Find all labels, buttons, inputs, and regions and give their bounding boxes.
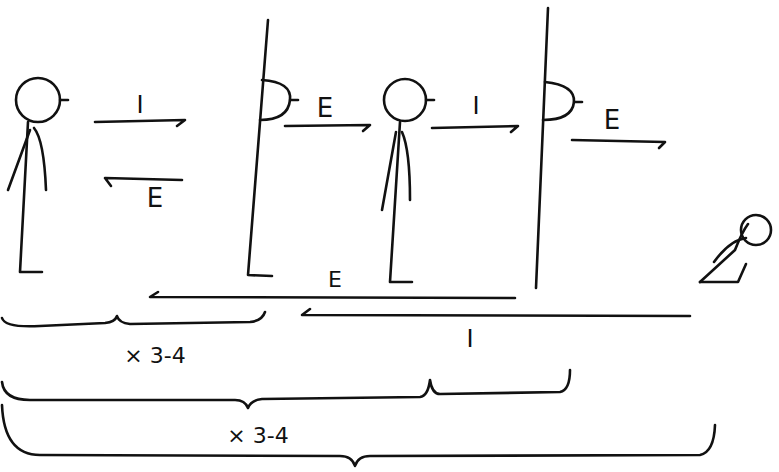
inhale-arrow bbox=[432, 126, 518, 132]
arm bbox=[8, 130, 30, 190]
exhale-arrow bbox=[150, 292, 515, 298]
nose bbox=[60, 99, 68, 102]
exhale-arrow bbox=[572, 140, 665, 148]
arm bbox=[714, 238, 746, 262]
repeat-count: × 3-4 bbox=[122, 344, 187, 368]
exhale-arrow bbox=[285, 125, 370, 131]
exhale-label: E bbox=[315, 94, 335, 123]
head bbox=[260, 80, 290, 120]
standing-figure bbox=[8, 78, 68, 272]
repeat-brace bbox=[2, 405, 715, 466]
repeat-brace bbox=[2, 370, 570, 408]
arm bbox=[382, 132, 396, 210]
exhale-arrow bbox=[105, 178, 182, 186]
wall-line bbox=[248, 20, 272, 276]
nose bbox=[426, 99, 434, 102]
wall-figure bbox=[248, 20, 298, 276]
repeat-count: × 3-4 bbox=[225, 424, 290, 448]
exhale-label: E bbox=[326, 268, 344, 292]
arm bbox=[34, 128, 46, 190]
nose bbox=[290, 99, 298, 102]
leg bbox=[700, 264, 746, 282]
head bbox=[384, 79, 426, 121]
arm bbox=[402, 132, 410, 200]
wall-line bbox=[536, 8, 548, 288]
inhale-label: I bbox=[464, 326, 475, 352]
exhale-label: E bbox=[145, 184, 165, 213]
back bbox=[700, 224, 748, 282]
inhale-arrow bbox=[95, 120, 185, 126]
inhale-label: I bbox=[134, 92, 145, 118]
standing-figure bbox=[382, 79, 434, 282]
nose bbox=[574, 101, 582, 104]
repeat-brace bbox=[2, 312, 265, 326]
bending-figure bbox=[700, 215, 771, 282]
inhale-arrow bbox=[302, 309, 690, 316]
head bbox=[16, 78, 60, 122]
wall-figure bbox=[536, 8, 582, 288]
head bbox=[543, 82, 574, 120]
inhale-label: I bbox=[470, 93, 481, 119]
exhale-label: E bbox=[602, 106, 622, 135]
